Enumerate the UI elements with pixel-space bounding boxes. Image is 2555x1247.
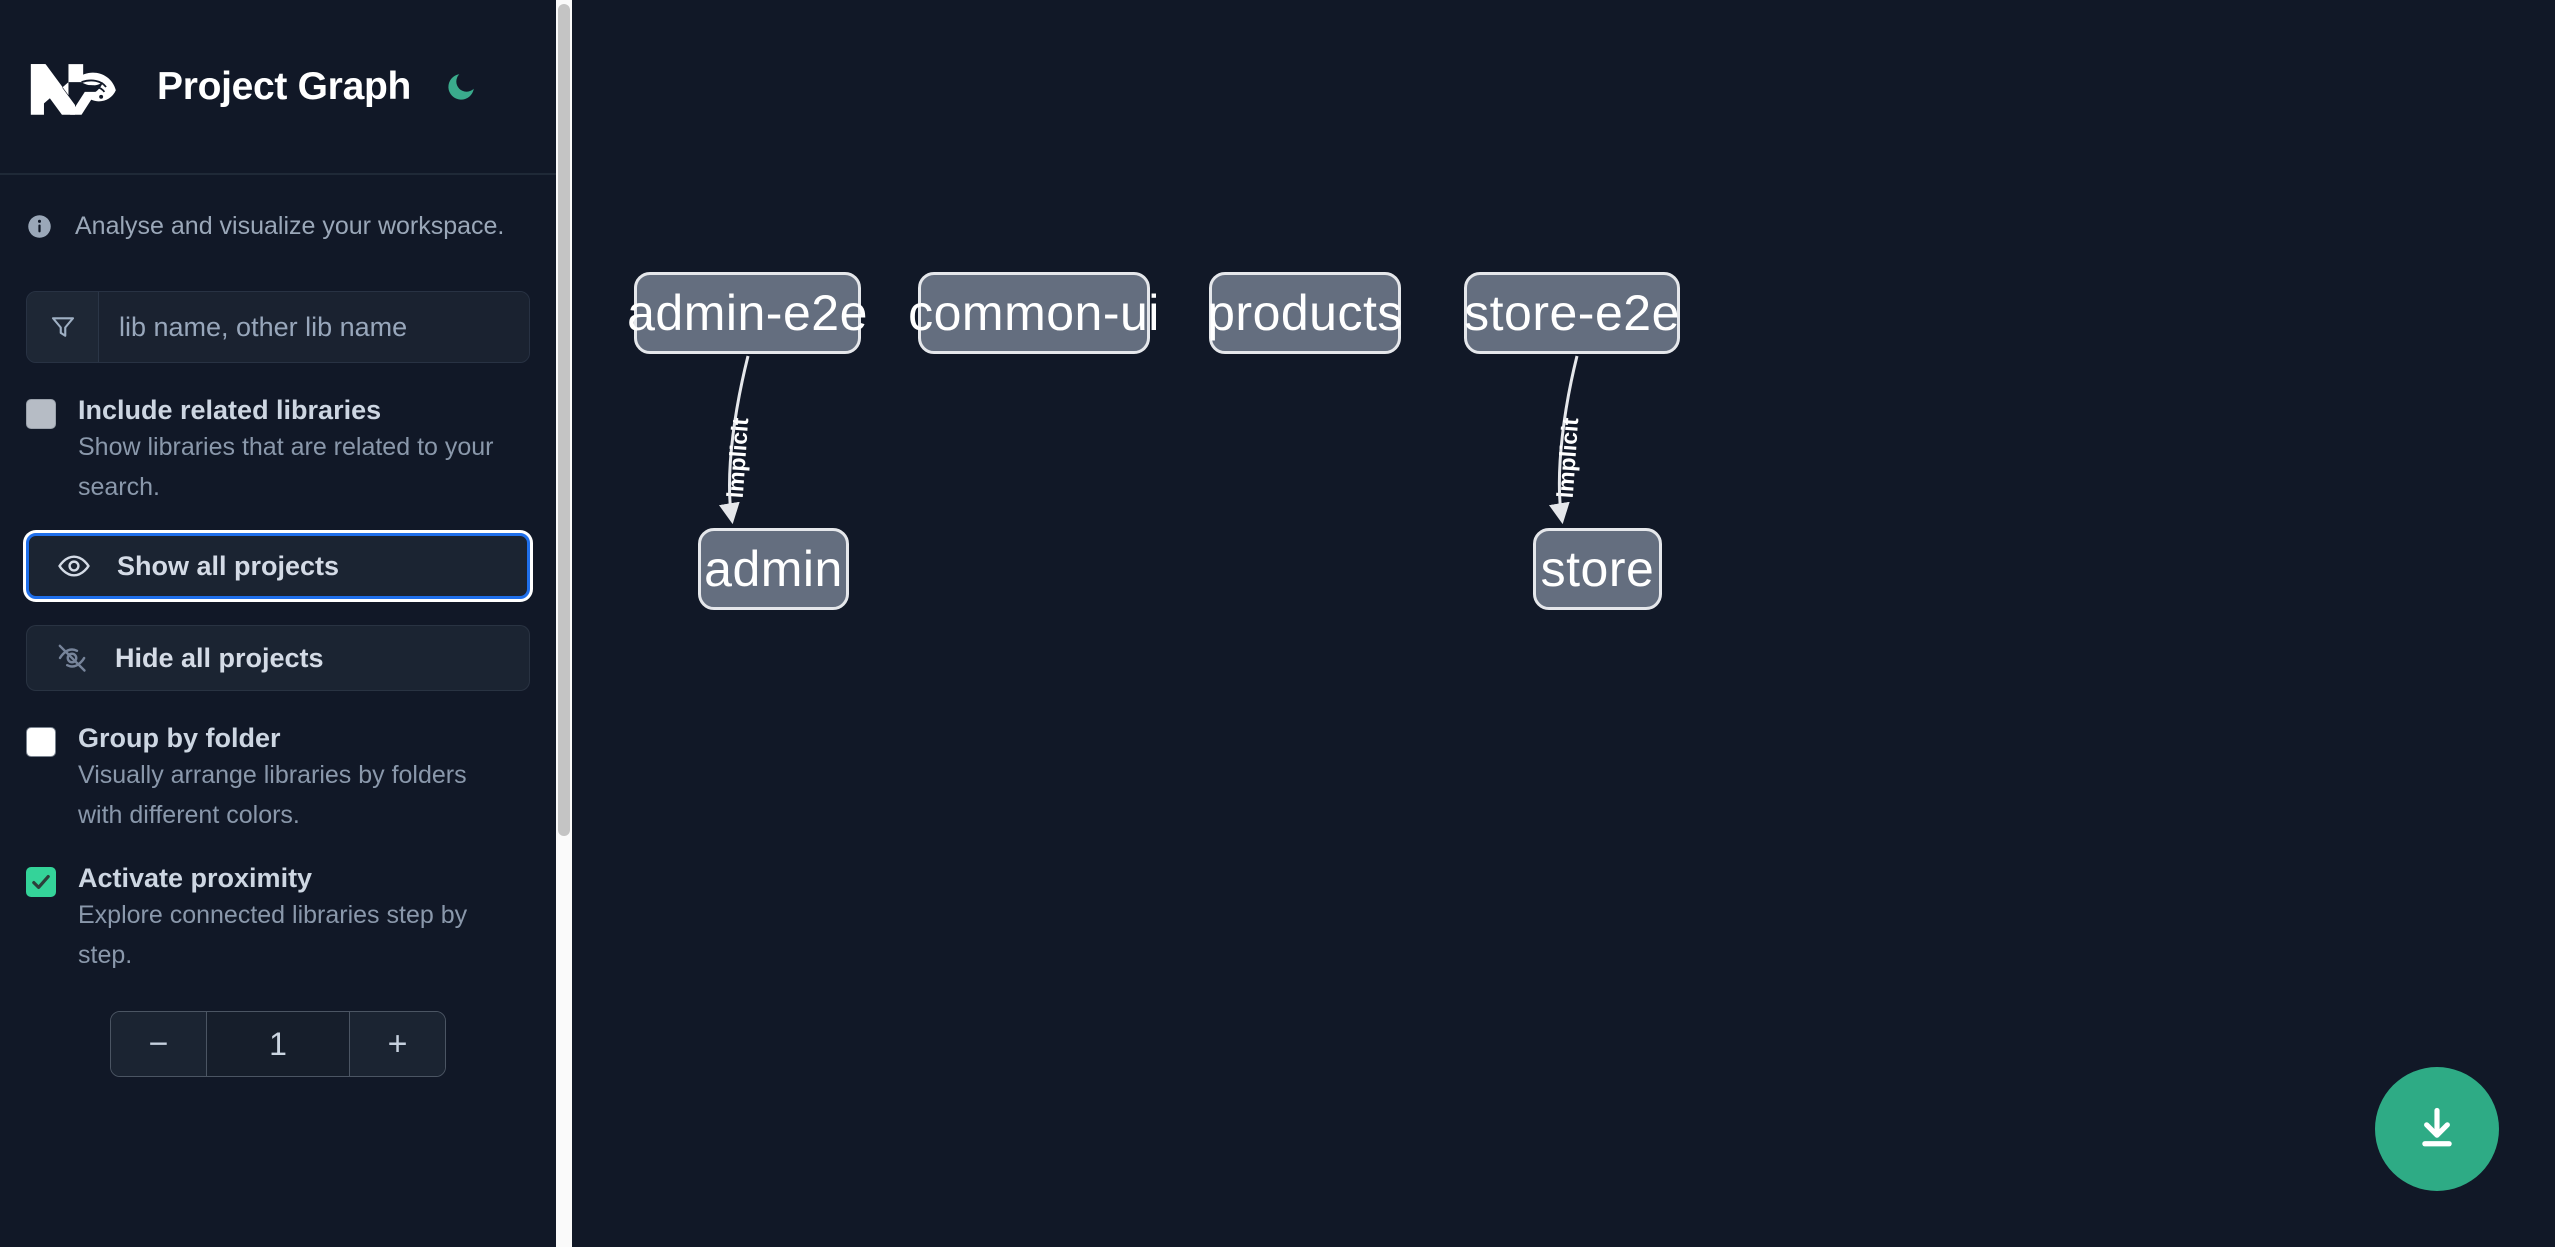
app-title: Project Graph	[157, 64, 411, 108]
option-group-by-folder[interactable]: Group by folder Visually arrange librari…	[26, 721, 530, 835]
activate-proximity-label: Activate proximity	[78, 863, 313, 893]
option-include-related-libraries[interactable]: Include related libraries Show libraries…	[26, 393, 530, 507]
search-field[interactable]	[26, 291, 530, 363]
eye-slash-icon	[55, 641, 89, 675]
download-icon	[2410, 1101, 2464, 1158]
group-by-folder-label: Group by folder	[78, 723, 281, 753]
graph-node-products[interactable]: products	[1207, 272, 1402, 354]
sidebar-scrollbar-thumb[interactable]	[558, 4, 570, 836]
group-by-folder-checkbox[interactable]	[26, 727, 56, 757]
proximity-increment-button[interactable]: +	[349, 1012, 445, 1076]
edge-admin-e2e-admin	[718, 355, 750, 525]
edge-label-admin-e2e-admin: implicit	[721, 416, 754, 500]
graph-node-admin[interactable]: admin	[698, 528, 849, 610]
include-related-libraries-label: Include related libraries	[78, 395, 382, 425]
include-related-libraries-description: Show libraries that are related to your …	[78, 433, 494, 501]
show-all-projects-button[interactable]: Show all projects	[26, 533, 530, 599]
graph-node-store-e2e[interactable]: store-e2e	[1464, 272, 1680, 354]
graph-node-store[interactable]: store	[1533, 528, 1662, 610]
activate-proximity-checkbox[interactable]	[26, 867, 56, 897]
activate-proximity-description: Explore connected libraries step by step…	[78, 901, 468, 969]
graph-node-admin-e2e[interactable]: admin-e2e	[627, 272, 867, 354]
proximity-value: 1	[207, 1012, 349, 1076]
edge-label-store-e2e-store: implicit	[1551, 416, 1584, 500]
sidebar-body: Include related libraries Show libraries…	[0, 291, 556, 1077]
search-input[interactable]	[99, 292, 529, 362]
workspace-info: Analyse and visualize your workspace.	[0, 175, 556, 277]
moon-icon[interactable]	[441, 67, 481, 107]
proximity-decrement-button[interactable]: −	[111, 1012, 207, 1076]
group-by-folder-description: Visually arrange libraries by folders wi…	[78, 761, 467, 829]
download-graph-button[interactable]	[2375, 1067, 2499, 1191]
workspace-info-text: Analyse and visualize your workspace.	[75, 211, 505, 240]
include-related-libraries-checkbox[interactable]	[26, 399, 56, 429]
sidebar: Project Graph Analyse and visualize your…	[0, 0, 556, 1247]
edge-store-e2e-store	[1548, 355, 1579, 525]
sidebar-header: Project Graph	[0, 0, 556, 175]
nx-logo	[26, 54, 124, 120]
eye-icon	[57, 549, 91, 583]
hide-all-projects-button[interactable]: Hide all projects	[26, 625, 530, 691]
graph-edges	[718, 355, 1579, 525]
filter-funnel-icon	[27, 292, 99, 362]
proximity-stepper[interactable]: − 1 +	[110, 1011, 446, 1077]
graph-node-common-ui[interactable]: common-ui	[908, 272, 1159, 354]
option-activate-proximity[interactable]: Activate proximity Explore connected lib…	[26, 861, 530, 975]
info-icon	[26, 213, 53, 240]
hide-all-projects-label: Hide all projects	[115, 642, 324, 673]
graph-canvas[interactable]: implicit implicit admin-e2e common-ui pr…	[572, 0, 2555, 1247]
show-all-projects-label: Show all projects	[117, 550, 340, 581]
